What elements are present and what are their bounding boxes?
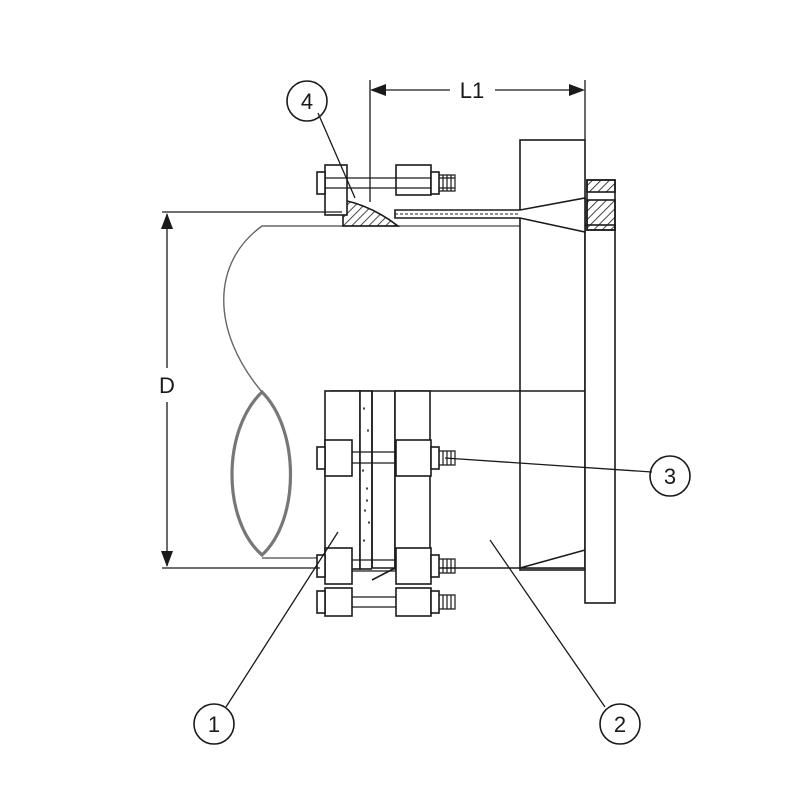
second-ring [394, 390, 431, 570]
dimension-d [161, 211, 342, 569]
gasket-wedge [342, 199, 401, 227]
flange-section-top [586, 179, 616, 193]
flange-section-main [586, 199, 616, 231]
pipe-break-lens [230, 389, 293, 558]
callout-circle-2 [599, 703, 641, 745]
arrow-l1-left [370, 84, 386, 96]
bottom-exterior [316, 390, 456, 617]
arrow-d-bottom [161, 551, 173, 567]
leader-1 [225, 531, 339, 708]
callout-label-3: 3 [664, 464, 676, 489]
gasket-strip [359, 390, 373, 570]
bolt-thread-1 [439, 450, 456, 466]
sleeve-wall [394, 197, 586, 233]
leader-4 [317, 112, 356, 199]
leader-lines [225, 112, 653, 708]
flange-plate [584, 224, 616, 604]
leader-3 [444, 457, 653, 473]
arrow-l1-right [569, 84, 585, 96]
leader-2 [489, 539, 606, 708]
label-l1: L1 [460, 78, 484, 103]
callout-label-4: 4 [301, 89, 313, 114]
callout-label-1: 1 [208, 712, 220, 737]
label-d: D [159, 373, 175, 398]
callout-circle-1 [193, 703, 235, 745]
tie-bolt-3 [316, 587, 456, 617]
bolt-thread-top [439, 174, 456, 192]
arrow-d-top [161, 213, 173, 229]
callout-label-2: 2 [614, 712, 626, 737]
pipe [223, 225, 520, 559]
tie-bolt-2 [316, 547, 456, 585]
tie-bolt-1 [316, 439, 456, 477]
gasket-speckle [362, 407, 370, 542]
top-section [316, 164, 616, 233]
callout-circle-3 [649, 455, 691, 497]
end-ring [324, 390, 361, 570]
dimension-l1 [369, 80, 586, 202]
callout-circle-4 [286, 80, 328, 122]
